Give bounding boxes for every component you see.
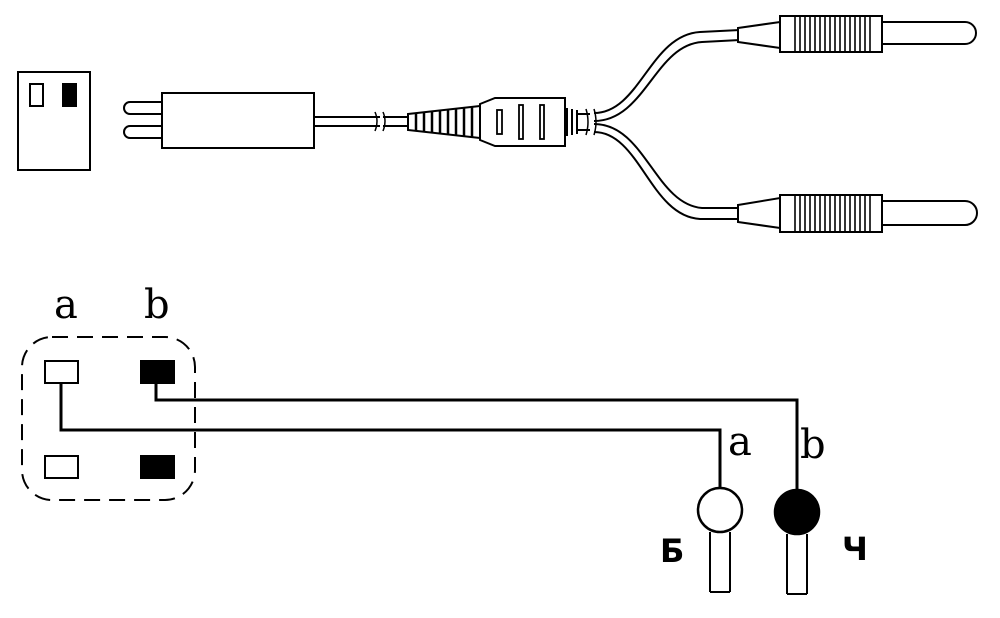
terminal-label-b: b	[800, 422, 826, 468]
socket-pad-a-bottom	[44, 455, 79, 479]
wire-b	[154, 383, 799, 490]
socket-face-white-slot	[29, 83, 44, 107]
socket-label-b: b	[144, 282, 170, 328]
plug-label-white: Б	[660, 532, 684, 570]
wire-a	[59, 383, 722, 488]
socket-face	[17, 71, 91, 171]
banana-plug-upper	[737, 15, 977, 53]
terminal-label-a: a	[728, 419, 752, 465]
upper-lead-wire	[593, 29, 741, 122]
socket-pad-a-top	[44, 360, 79, 384]
terminal-white	[696, 486, 744, 593]
plug-label-black: Ч	[842, 530, 868, 568]
socket-label-a: a	[54, 282, 78, 328]
terminal-black	[773, 488, 821, 595]
banana-plug-lower	[737, 194, 978, 233]
socket-outline	[21, 336, 196, 501]
socket-pad-b-bottom	[140, 455, 175, 479]
lower-lead-wire	[593, 123, 740, 220]
splitter	[407, 97, 597, 147]
cable	[314, 111, 410, 132]
socket-pad-b-top	[140, 360, 175, 384]
socket-face-black-slot	[62, 83, 77, 107]
plug-body	[123, 92, 315, 149]
